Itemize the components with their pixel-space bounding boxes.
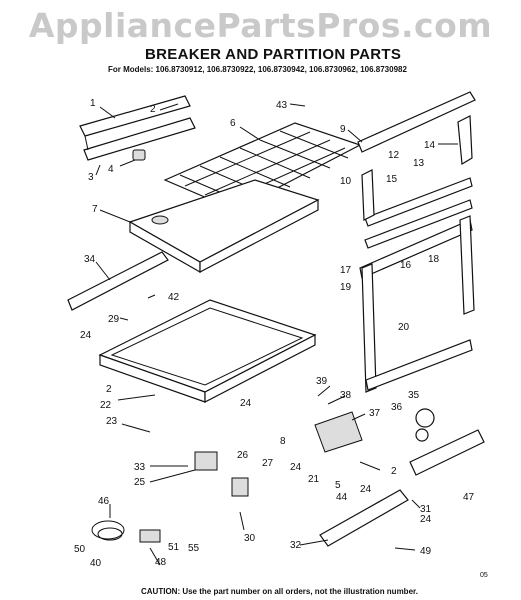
connector-part [139, 529, 161, 543]
side-rail [67, 251, 169, 311]
switch-part [231, 477, 249, 497]
callout-2b: 2 [106, 384, 112, 395]
callout-40: 48 [155, 557, 167, 568]
callout-5: 5 [335, 480, 341, 491]
callout-48: 51 [168, 542, 180, 553]
callout-16: 16 [400, 260, 412, 271]
callout-33: 47 [463, 492, 475, 503]
callout-18: 18 [428, 254, 440, 265]
diagram-code: 05 [480, 572, 488, 579]
model-numbers: For Models: 106.8730912, 106.8730922, 10… [108, 65, 407, 74]
callout-4: 4 [108, 164, 114, 175]
callout-25: 25 [134, 477, 146, 488]
callout-29: 29 [108, 314, 120, 325]
callout-7: 7 [92, 204, 98, 215]
callout-44: 44 [336, 492, 348, 503]
callout-46: 31 [420, 504, 432, 515]
caution-note: CAUTION: Use the part number on all orde… [141, 587, 418, 596]
callout-39: 39 [316, 376, 328, 387]
callout-21: 21 [308, 474, 320, 485]
callout-23: 23 [106, 416, 118, 427]
callout-6: 6 [230, 118, 236, 129]
plug-part [132, 149, 146, 161]
callout-2c: 2 [391, 466, 397, 477]
callout-38: 38 [340, 390, 352, 401]
callout-32: 49 [420, 546, 432, 557]
callout-24e: 33 [134, 462, 146, 473]
callout-24f: 50 [74, 544, 86, 555]
watermark: AppliancePartsPros.com [28, 6, 493, 45]
bottom-tray [98, 299, 317, 403]
cord-coil [91, 520, 125, 541]
control-housing [314, 411, 363, 453]
callout-37: 37 [369, 408, 381, 419]
callout-55: 30 [244, 533, 256, 544]
callout-34: 34 [84, 254, 96, 265]
callout-51: 55 [188, 543, 200, 554]
callout-3: 3 [88, 172, 94, 183]
callout-30: 32 [290, 540, 302, 551]
callout-10: 10 [340, 176, 352, 187]
breaker-tray [128, 179, 320, 274]
callout-50: 40 [90, 558, 102, 569]
callout-35: 35 [408, 390, 420, 401]
callout-47: 46 [98, 496, 110, 507]
callout-24d: 24 [360, 484, 372, 495]
callout-13: 13 [413, 158, 425, 169]
callout-26: 26 [237, 450, 249, 461]
knob-part [415, 408, 435, 442]
callout-24b: 24 [240, 398, 252, 409]
callout-27: 27 [262, 458, 274, 469]
callout-20: 20 [398, 322, 410, 333]
callout-31: 24 [420, 514, 432, 525]
callout-43: 43 [276, 100, 288, 111]
callout-36: 36 [391, 402, 403, 413]
lower-strip [319, 489, 409, 547]
callout-14: 14 [424, 140, 436, 151]
callout-12: 12 [388, 150, 400, 161]
callout-1: 1 [90, 98, 96, 109]
callout-15: 15 [386, 174, 398, 185]
callout-42: 42 [168, 292, 180, 303]
callout-24: 24 [80, 330, 92, 341]
callout-2: 2 [150, 104, 156, 115]
breaker-strip-top [79, 95, 196, 161]
callout-19: 19 [340, 282, 352, 293]
diagram-title: BREAKER AND PARTITION PARTS [145, 46, 402, 63]
callout-22: 22 [100, 400, 112, 411]
front-bracket [409, 429, 485, 476]
callout-24c: 24 [290, 462, 302, 473]
callout-9: 9 [340, 124, 346, 135]
partition-frame [357, 91, 476, 393]
callout-8: 8 [280, 436, 286, 447]
callout-17: 17 [340, 265, 352, 276]
motor-part [194, 451, 218, 471]
